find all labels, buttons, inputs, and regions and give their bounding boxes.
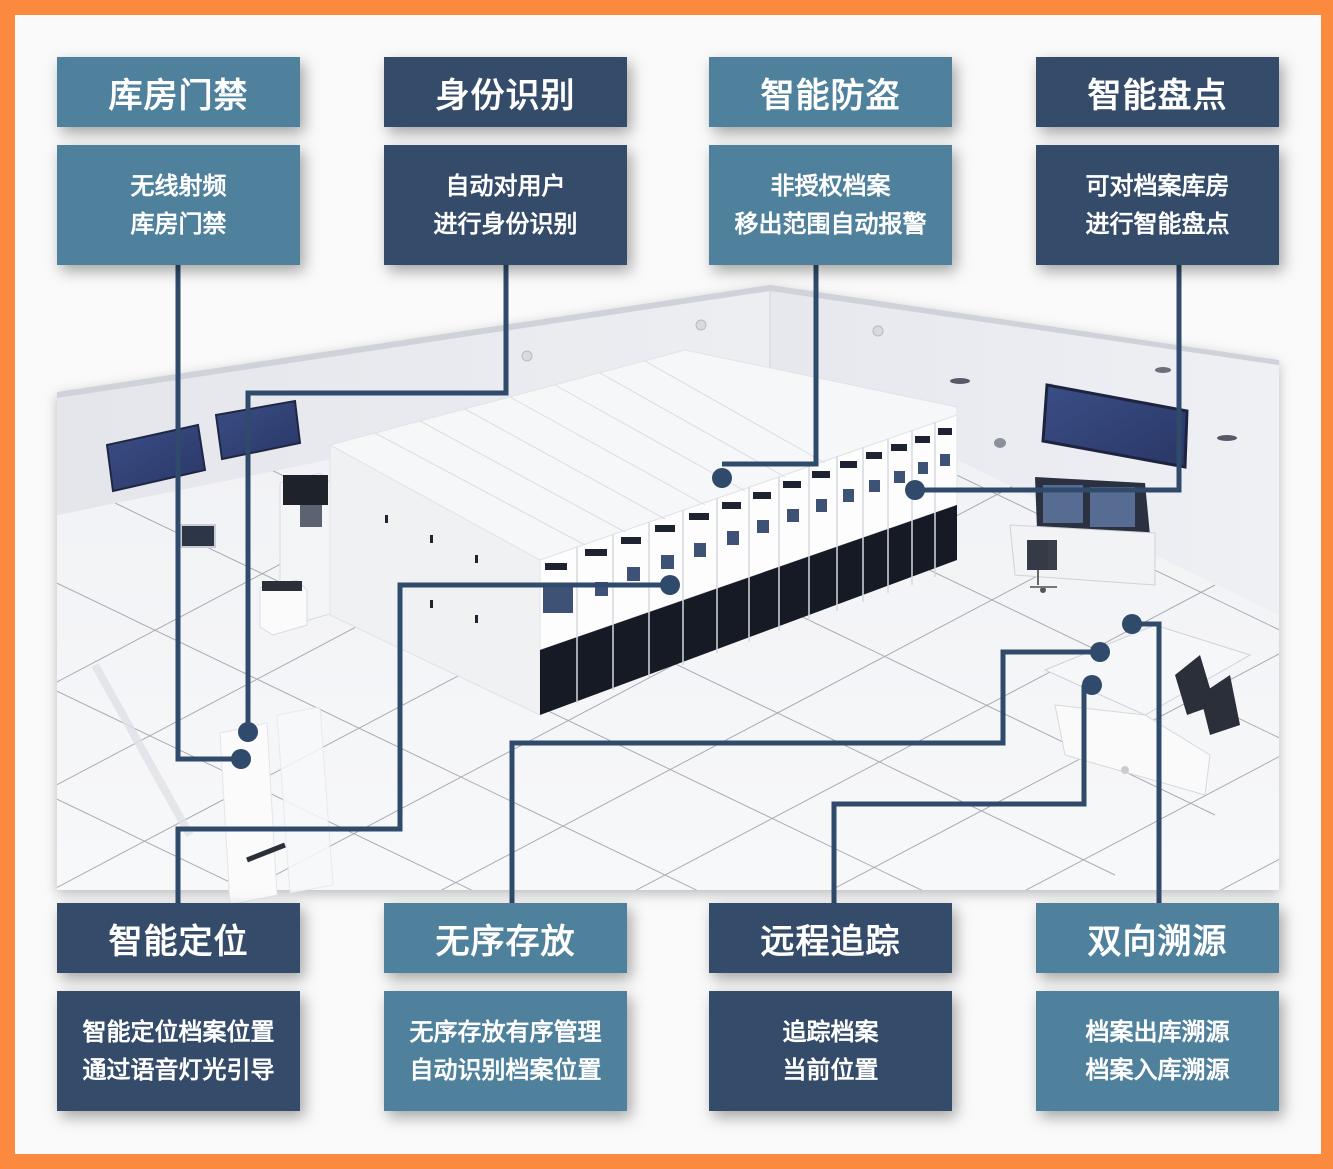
feature-title-text: 无序存放 <box>435 921 576 962</box>
feature-desc-line: 库房门禁 <box>130 210 227 238</box>
feature-desc-anti-theft: 非授权档案 移出范围自动报警 <box>709 145 952 265</box>
feature-title-text: 库房门禁 <box>108 75 249 116</box>
feature-desc-bidirectional-tracing: 档案出库溯源 档案入库溯源 <box>1036 991 1279 1111</box>
feature-desc-line: 可对档案库房 <box>1085 172 1230 200</box>
feature-title-bidirectional-tracing: 双向溯源 <box>1036 903 1279 973</box>
feature-title-identity-recognition: 身份识别 <box>384 57 627 127</box>
diagram-canvas: 库房门禁 无线射频 库房门禁 身份识别 自动对用户 进行身份识别 智能防盗 非授… <box>15 15 1321 1154</box>
feature-desc-line: 档案入库溯源 <box>1085 1056 1230 1084</box>
mobile-shelving <box>329 349 958 716</box>
feature-title-smart-inventory: 智能盘点 <box>1036 57 1279 127</box>
feature-title-text: 智能定位 <box>108 921 249 962</box>
feature-title-remote-tracking: 远程追踪 <box>709 903 952 973</box>
feature-desc-line: 自动对用户 <box>445 172 566 200</box>
feature-desc-line: 当前位置 <box>782 1056 879 1084</box>
feature-desc-line: 无线射频 <box>130 172 227 200</box>
feature-desc-access-control: 无线射频 库房门禁 <box>57 145 300 265</box>
feature-title-text: 身份识别 <box>435 75 576 116</box>
feature-desc-unordered-storage: 无序存放有序管理 自动识别档案位置 <box>384 991 627 1111</box>
feature-desc-line: 智能定位档案位置 <box>82 1018 275 1046</box>
feature-desc-line: 自动识别档案位置 <box>409 1056 602 1084</box>
feature-desc-line: 非授权档案 <box>770 172 891 200</box>
feature-title-text: 智能防盗 <box>760 75 901 116</box>
feature-title-anti-theft: 智能防盗 <box>709 57 952 127</box>
feature-desc-remote-tracking: 追踪档案 当前位置 <box>709 991 952 1111</box>
feature-desc-line: 通过语音灯光引导 <box>82 1056 275 1084</box>
feature-desc-identity-recognition: 自动对用户 进行身份识别 <box>384 145 627 265</box>
feature-desc-line: 进行智能盘点 <box>1085 210 1230 238</box>
feature-title-text: 远程追踪 <box>760 921 901 962</box>
feature-desc-line: 追踪档案 <box>782 1018 879 1046</box>
feature-desc-line: 移出范围自动报警 <box>734 210 927 238</box>
feature-desc-line: 进行身份识别 <box>433 210 578 238</box>
feature-title-text: 智能盘点 <box>1087 75 1228 116</box>
feature-title-access-control: 库房门禁 <box>57 57 300 127</box>
archive-room-illustration <box>57 265 1279 906</box>
feature-title-text: 双向溯源 <box>1087 921 1228 962</box>
feature-desc-smart-positioning: 智能定位档案位置 通过语音灯光引导 <box>57 991 300 1111</box>
feature-title-unordered-storage: 无序存放 <box>384 903 627 973</box>
feature-desc-line: 档案出库溯源 <box>1085 1018 1230 1046</box>
feature-title-smart-positioning: 智能定位 <box>57 903 300 973</box>
feature-desc-smart-inventory: 可对档案库房 进行智能盘点 <box>1036 145 1279 265</box>
feature-desc-line: 无序存放有序管理 <box>409 1018 602 1046</box>
